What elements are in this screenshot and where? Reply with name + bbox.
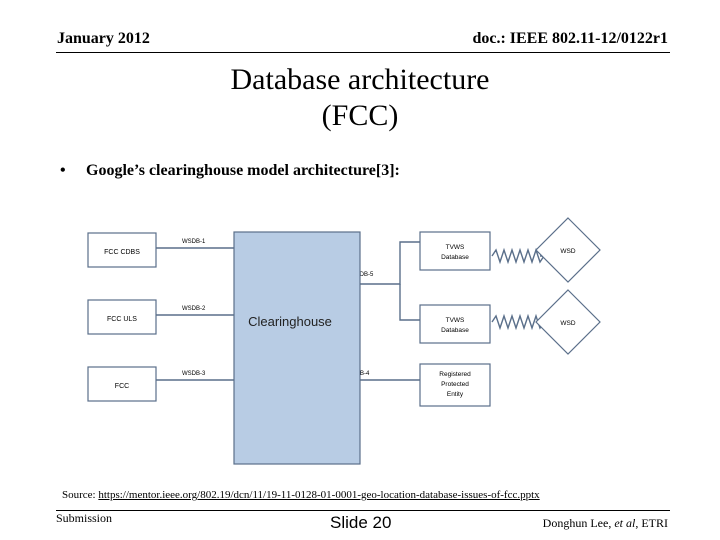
source-citation: Source: https://mentor.ieee.org/802.19/d… — [62, 489, 540, 501]
box-label-rpe-line-3: Entity — [447, 391, 464, 398]
header-rule — [56, 52, 670, 53]
box-tvws-database-1 — [419, 231, 491, 271]
box-label-rpe-line-1: Registered — [439, 371, 471, 378]
box-label-tvws-1-line-1: TVWS — [446, 244, 465, 251]
slide-title-line-1: Database architecture — [230, 63, 490, 96]
wsd-label-1: WSD — [560, 248, 575, 255]
bullet-text: Google’s clearinghouse model architectur… — [86, 162, 400, 179]
connector-wsdb-5-lower — [399, 284, 420, 321]
box-label-fcc-cdbs: FCC CDBS — [104, 249, 140, 256]
footer-submission: Submission — [56, 511, 113, 525]
box-fcc-uls — [87, 299, 157, 335]
slide-number: Slide 20 — [330, 513, 392, 532]
slide-title: Database architecture (FCC) — [0, 62, 720, 134]
box-fcc — [87, 366, 157, 402]
box-label-tvws-1-line-2: Database — [441, 254, 469, 261]
source-link[interactable]: https://mentor.ieee.org/802.19/dcn/11/19… — [98, 489, 540, 501]
source-prefix: Source: — [62, 489, 99, 501]
footer-author: Donghun Lee, et al, ETRI — [543, 516, 668, 531]
footer-author-org: , ETRI — [635, 516, 668, 530]
link-label-wsdb-1: WSDB-1 — [182, 239, 206, 245]
link-label-wsdb-2: WSDB-2 — [182, 306, 206, 312]
header-doc-number: doc.: IEEE 802.11-12/0122r1 — [472, 30, 668, 47]
footer-author-etal: et al — [614, 516, 636, 530]
wsd-label-2: WSD — [560, 320, 575, 327]
footer-author-name: Donghun Lee, — [542, 516, 615, 530]
header-date: January 2012 — [57, 30, 150, 47]
wireless-link-1 — [491, 247, 546, 265]
link-label-wsdb-5: WSDB-5 — [350, 272, 374, 278]
footer-rule — [56, 510, 670, 511]
box-label-rpe-line-2: Protected — [441, 381, 469, 388]
architecture-diagram: FCC CDBS FCC ULS FCC WSDB-1 WSDB-2 WSDB-… — [87, 217, 601, 465]
slide-title-line-2: (FCC) — [321, 99, 399, 132]
bullet-icon: • — [60, 162, 66, 179]
link-label-wsdb-3: WSDB-3 — [182, 371, 206, 377]
box-label-fcc: FCC — [115, 383, 129, 390]
wsd-device-1 — [535, 217, 601, 283]
clearinghouse-box — [233, 231, 361, 465]
clearinghouse-label: Clearinghouse — [248, 314, 332, 329]
box-label-tvws-2-line-2: Database — [441, 327, 469, 334]
wsd-device-2 — [535, 289, 601, 355]
box-label-tvws-2-line-1: TVWS — [446, 317, 465, 324]
connector-wsdb-5-upper — [360, 241, 420, 285]
box-label-fcc-uls: FCC ULS — [107, 316, 137, 323]
box-fcc-cdbs — [87, 232, 157, 268]
box-tvws-database-2 — [419, 304, 491, 344]
box-registered-protected-entity — [419, 363, 491, 407]
bullet-item: • Google’s clearinghouse model architectu… — [60, 162, 400, 180]
